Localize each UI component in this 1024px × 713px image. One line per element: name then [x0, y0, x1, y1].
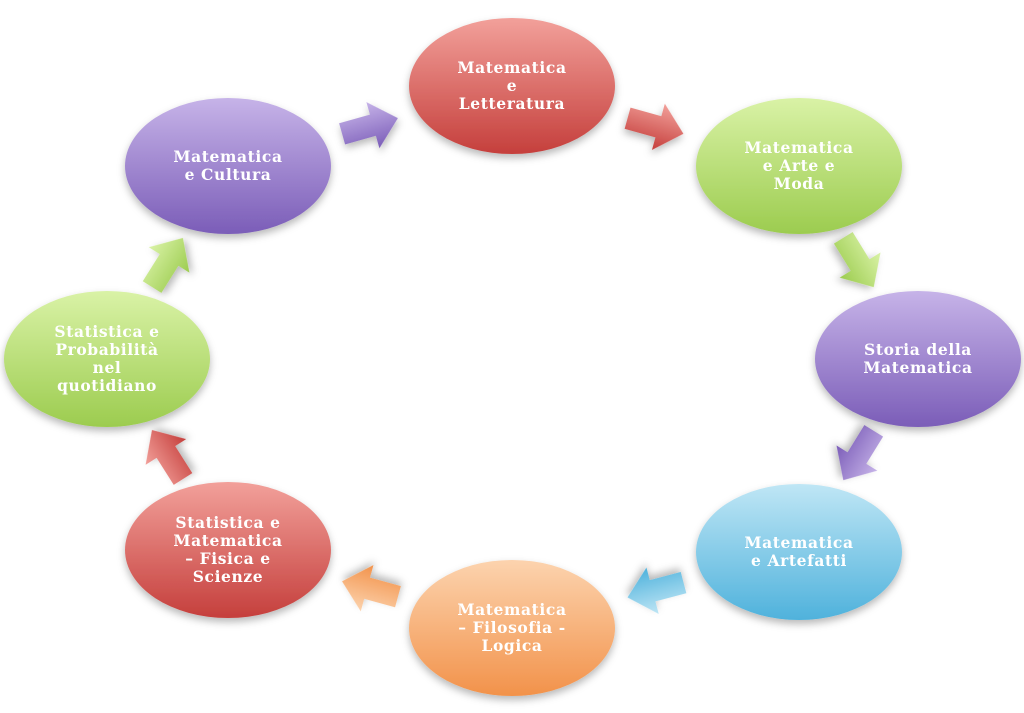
node-ellipse	[815, 291, 1021, 427]
arrow-storia-to-artefatti	[836, 425, 884, 481]
node-label-line: e	[507, 76, 517, 95]
arrow-filosofia-logica-to-fisica-scienze	[342, 565, 401, 612]
node-ellipse	[4, 291, 210, 427]
node-label-line: Matematica	[863, 358, 972, 377]
arrow-shape	[342, 565, 401, 612]
node-label-line: Storia della	[864, 340, 972, 359]
node-label-line: Moda	[774, 174, 825, 193]
node-ellipse	[125, 482, 331, 618]
node-label: Matematica– Filosofia -Logica	[457, 600, 566, 655]
node-label-line: e Artefatti	[751, 551, 847, 570]
arrow-artefatti-to-filosofia-logica	[627, 567, 687, 614]
node-label-line: – Filosofia -	[458, 618, 566, 637]
node-label-line: nel	[93, 358, 122, 377]
arrow-statistica-probabilita-to-cultura	[142, 237, 190, 293]
node-label-line: Statistica e	[175, 513, 280, 532]
arrow-shape	[142, 237, 190, 293]
arrows-layer	[142, 102, 884, 614]
node-ellipse	[125, 98, 331, 234]
node-label-line: Matematica	[744, 533, 853, 552]
arrow-letteratura-to-arte-moda	[624, 103, 684, 150]
node-ellipse	[696, 484, 902, 620]
node-label-line: e Arte e	[763, 156, 836, 175]
node-label-line: Matematica	[173, 531, 282, 550]
node-label-line: Letteratura	[459, 94, 565, 113]
arrow-shape	[339, 102, 398, 149]
node-label-line: Matematica	[173, 147, 282, 166]
node-filosofia-logica: Matematica– Filosofia -Logica	[409, 560, 615, 696]
arrow-shape	[145, 430, 193, 485]
node-label-line: Matematica	[744, 138, 853, 157]
node-label-line: Logica	[481, 636, 542, 655]
arrow-shape	[833, 232, 881, 288]
node-label-line: Matematica	[457, 600, 566, 619]
arrow-cultura-to-letteratura	[339, 102, 398, 149]
node-label-line: Matematica	[457, 58, 566, 77]
node-label-line: – Fisica e	[185, 549, 270, 568]
node-ellipse	[696, 98, 902, 234]
arrow-shape	[627, 567, 687, 614]
node-label-line: Probabilità	[55, 340, 158, 359]
node-label-line: quotidiano	[57, 376, 157, 395]
arrow-fisica-scienze-to-statistica-probabilita	[145, 430, 193, 485]
arrow-arte-moda-to-storia	[833, 232, 881, 288]
arrow-shape	[624, 103, 684, 150]
node-label-line: e Cultura	[185, 165, 272, 184]
node-label-line: Statistica e	[54, 322, 159, 341]
node-ellipse	[409, 18, 615, 154]
node-ellipse	[409, 560, 615, 696]
arrow-shape	[836, 425, 884, 481]
node-label-line: Scienze	[193, 567, 264, 586]
